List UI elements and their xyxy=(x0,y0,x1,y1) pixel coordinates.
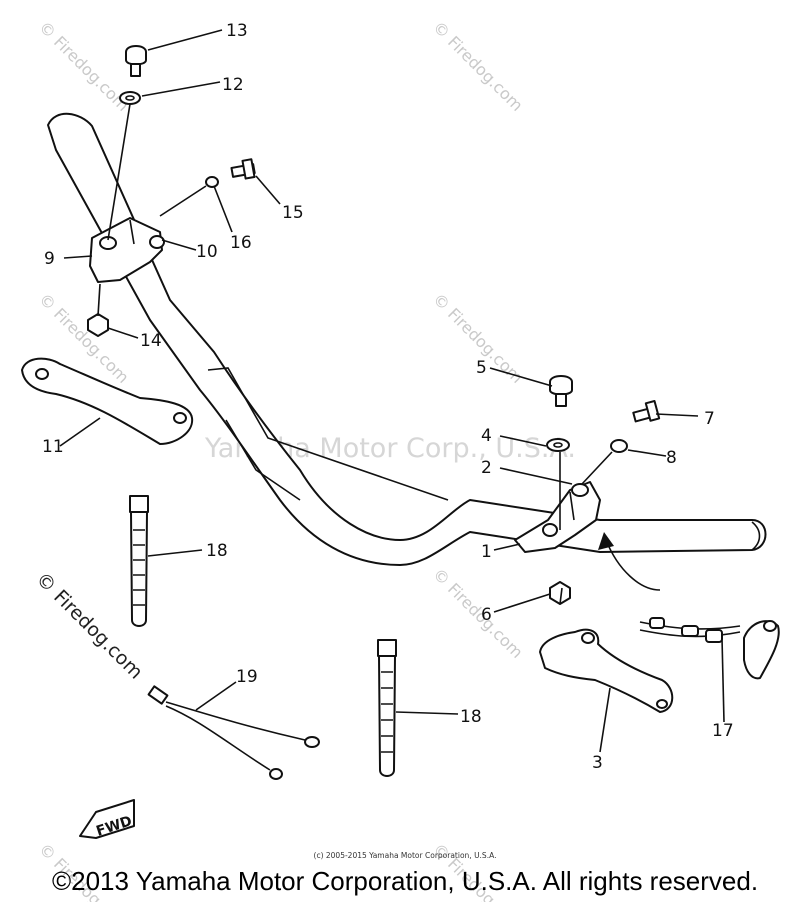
small-copyright: (c) 2005-2015 Yamaha Motor Corporation, … xyxy=(313,851,497,860)
callout-7: 7 xyxy=(704,409,715,429)
right-hardware xyxy=(546,375,661,605)
callout-2: 2 xyxy=(481,458,492,478)
watermark: © Firedog.com xyxy=(35,17,133,115)
brake-lever-holder xyxy=(514,481,601,553)
cable-band xyxy=(377,639,397,777)
callout-10: 10 xyxy=(196,242,218,262)
callout-1: 1 xyxy=(481,542,492,562)
cable-band xyxy=(129,495,149,627)
callout-13: 13 xyxy=(226,21,248,41)
callout-15: 15 xyxy=(282,203,304,223)
callout-labels: 1 2 3 4 5 6 7 8 9 10 11 12 13 14 15 16 1… xyxy=(42,21,734,773)
handlebar xyxy=(47,112,767,566)
callout-8: 8 xyxy=(666,448,677,468)
engine-stop-switch xyxy=(639,617,780,680)
watermark-group: © Firedog.com © Firedog.com © Firedog.co… xyxy=(31,17,576,902)
install-arrow xyxy=(598,532,661,591)
clutch-lever xyxy=(21,357,194,445)
fwd-marker: FWD xyxy=(79,799,135,840)
callout-3: 3 xyxy=(592,753,603,773)
wire-harness xyxy=(147,685,320,780)
callout-17: 17 xyxy=(712,721,734,741)
copyright-notice: ©2013 Yamaha Motor Corporation, U.S.A. A… xyxy=(51,866,759,896)
callout-12: 12 xyxy=(222,75,244,95)
watermark: © Firedog.com xyxy=(429,564,527,662)
leader-lines xyxy=(59,29,725,753)
callout-9: 9 xyxy=(44,249,55,269)
watermark: © Firedog.com xyxy=(429,17,527,115)
callout-19: 19 xyxy=(236,667,258,687)
callout-16: 16 xyxy=(230,233,252,253)
left-hardware xyxy=(87,45,256,337)
callout-6: 6 xyxy=(481,605,492,625)
callout-18: 18 xyxy=(206,541,228,561)
brake-lever xyxy=(539,628,674,713)
callout-18b: 18 xyxy=(460,707,482,727)
left-lever-holder xyxy=(89,217,165,283)
callout-5: 5 xyxy=(476,358,487,378)
callout-11: 11 xyxy=(42,437,64,457)
callout-4: 4 xyxy=(481,426,492,446)
callout-14: 14 xyxy=(140,331,162,351)
watermark-dark: © Firedog.com xyxy=(31,568,146,683)
